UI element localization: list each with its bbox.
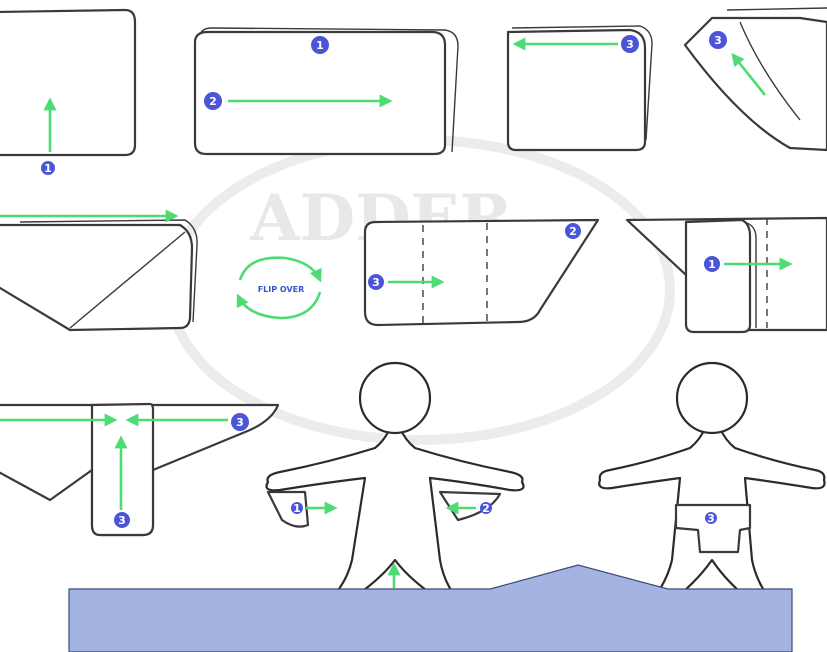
baby-figure-right: 3 — [598, 361, 826, 614]
step-badge: 3 — [705, 512, 717, 525]
svg-text:3: 3 — [236, 416, 244, 429]
fold-step-b: 1 2 — [193, 27, 459, 156]
baby-figure-left: 1 2 — [265, 361, 525, 612]
step-badge: 1 — [704, 256, 720, 272]
fold-step-a: 1 — [0, 8, 137, 175]
step-badge: 1 — [291, 502, 303, 515]
fold-step-f: 3 2 — [363, 218, 600, 327]
caption-callout — [68, 564, 793, 652]
svg-text:2: 2 — [482, 502, 490, 515]
fold-step-e — [0, 209, 198, 332]
step-badge: 1 — [41, 161, 55, 175]
fold-step-g: 1 — [625, 216, 827, 334]
step-badge: 2 — [565, 223, 581, 239]
svg-text:3: 3 — [118, 514, 126, 527]
svg-text:1: 1 — [316, 39, 324, 52]
step-badge: 3 — [114, 512, 130, 528]
fold-step-c: 3 — [506, 25, 653, 152]
step-badge: 3 — [368, 274, 384, 290]
svg-text:3: 3 — [372, 276, 380, 289]
svg-text:1: 1 — [708, 258, 716, 271]
flip-over-indicator: FLIP OVER — [236, 256, 322, 320]
svg-text:3: 3 — [714, 34, 722, 47]
svg-text:1: 1 — [44, 162, 52, 175]
step-badge: 2 — [480, 502, 492, 515]
step-badge: 3 — [709, 31, 727, 49]
step-badge: 2 — [204, 92, 222, 110]
arrow-diagonal — [731, 52, 767, 96]
svg-text:1: 1 — [293, 502, 301, 515]
step-badge: 1 — [311, 36, 329, 54]
flip-over-label: FLIP OVER — [258, 285, 305, 294]
step-badge: 3 — [231, 413, 249, 431]
svg-text:3: 3 — [707, 512, 715, 525]
svg-text:2: 2 — [209, 95, 217, 108]
fold-step-d: 3 — [683, 7, 827, 152]
fold-step-h: 3 3 — [0, 402, 280, 537]
svg-text:2: 2 — [569, 225, 577, 238]
step-badge: 3 — [621, 35, 639, 53]
svg-text:3: 3 — [626, 38, 634, 51]
